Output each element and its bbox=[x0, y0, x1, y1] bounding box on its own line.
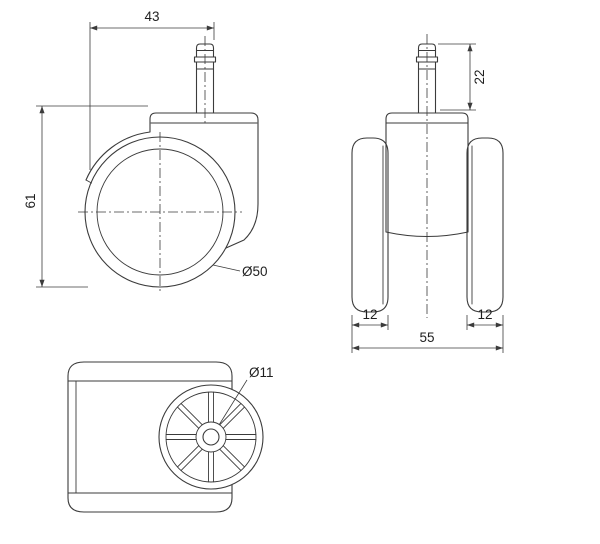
stem-cap bbox=[195, 43, 215, 58]
dimension-stem-offset: 43 bbox=[89, 9, 215, 170]
side-view: 43 61 Ø50 bbox=[23, 9, 268, 292]
dimension-stem-length: 22 bbox=[438, 43, 487, 111]
front-view: 22 12 12 55 bbox=[351, 34, 504, 353]
stem-cap bbox=[417, 43, 437, 58]
dim-text-wheel-width-left: 12 bbox=[362, 307, 377, 322]
dimension-hub-diameter: Ø11 bbox=[218, 365, 274, 426]
body-hood-outline bbox=[85, 112, 259, 249]
stem-shaft bbox=[417, 61, 437, 114]
leader-line bbox=[212, 264, 241, 272]
wheel-spokes bbox=[165, 391, 257, 483]
dim-text-hub-diameter: Ø11 bbox=[249, 365, 274, 380]
wheel-outer-circle bbox=[84, 136, 236, 288]
hood-tip-line bbox=[85, 179, 92, 184]
hub-outer-circle bbox=[195, 421, 227, 453]
body-outline bbox=[67, 361, 233, 513]
wheel-face-outer-circle bbox=[158, 384, 264, 490]
wheel-rim-circle bbox=[165, 391, 257, 483]
right-wheel-outline bbox=[466, 137, 504, 313]
stem-ring bbox=[415, 56, 439, 63]
dim-text-overall-height: 61 bbox=[23, 193, 38, 208]
stem-shaft bbox=[195, 61, 215, 114]
stem-ring bbox=[193, 56, 217, 63]
dim-text-wheel-diameter: Ø50 bbox=[242, 264, 268, 279]
dimension-wheel-widths: 12 12 55 bbox=[351, 307, 504, 353]
left-wheel-outline bbox=[351, 137, 389, 313]
wheel-spoke bbox=[225, 434, 257, 440]
leader-line bbox=[218, 379, 248, 426]
dim-text-overall-width: 55 bbox=[419, 330, 434, 345]
bottom-view: Ø11 bbox=[67, 361, 274, 513]
dimension-overall-height: 61 bbox=[23, 105, 148, 288]
dim-text-stem-offset: 43 bbox=[144, 9, 159, 24]
dim-text-stem-length: 22 bbox=[472, 69, 487, 84]
hub-bore-circle bbox=[202, 428, 220, 446]
dim-text-wheel-width-right: 12 bbox=[477, 307, 492, 322]
dimension-wheel-diameter: Ø50 bbox=[212, 264, 268, 279]
wheel-inner-circle bbox=[96, 148, 224, 276]
body-outline bbox=[385, 112, 469, 238]
